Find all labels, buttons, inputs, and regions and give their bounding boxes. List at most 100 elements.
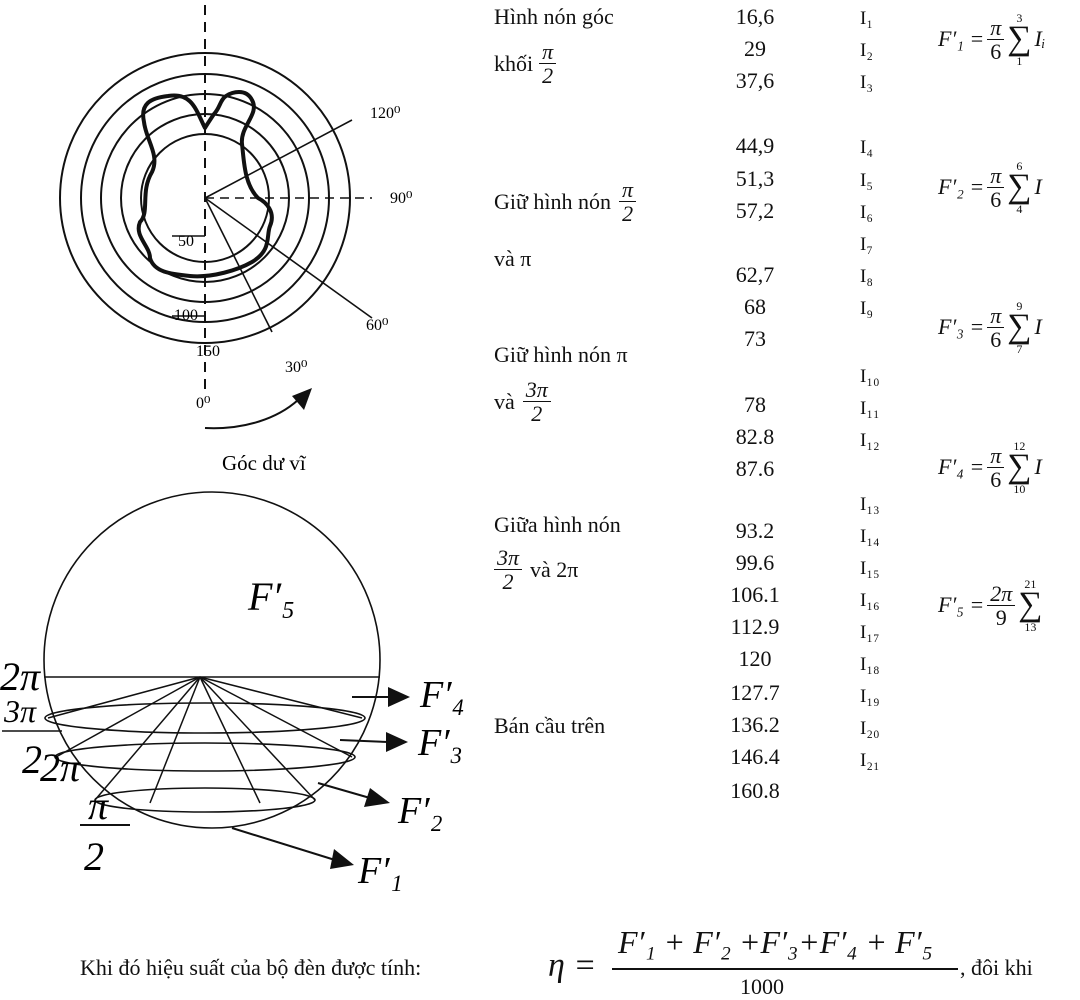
sum-symbol: 3∑1 <box>1007 11 1032 68</box>
value-cell: 106.1 <box>730 582 780 607</box>
value-cell: 136.2 <box>730 712 780 737</box>
luminous-curve <box>136 90 274 279</box>
efficiency-fraction-bar <box>612 968 958 970</box>
formula-term: I <box>1034 454 1042 480</box>
index-cell: I₁₄ <box>860 526 880 547</box>
value-cell: 120 <box>738 646 772 671</box>
sum-symbol: 9∑7 <box>1007 299 1032 356</box>
angle-label-30: 30⁰ <box>285 359 307 376</box>
value-cell: 62,7 <box>735 262 775 287</box>
index-cell: I₄ <box>860 137 873 158</box>
formula-term: I <box>1034 174 1042 200</box>
index-cell: I₁₃ <box>860 494 880 515</box>
arrow-F1-label: F′₁ <box>357 850 403 892</box>
polar-caption: Góc dư vĩ <box>222 451 307 475</box>
angle-label-90: 90⁰ <box>390 190 412 207</box>
formula-term: Iᵢ <box>1034 26 1046 52</box>
index-cell: I₈ <box>860 266 873 287</box>
angle-pi-den: 2 <box>84 834 104 879</box>
formula-lhs: F′₂ = <box>938 174 985 200</box>
value-cell: 51,3 <box>735 166 775 191</box>
sum-symbol: 12∑10 <box>1007 439 1032 496</box>
eta-symbol: η = <box>548 947 597 984</box>
value-cell: 127.7 <box>730 680 780 705</box>
formula-term: I <box>1034 314 1042 340</box>
angle-2pi-top: 2π <box>0 654 41 699</box>
angle-pi-num: π <box>88 783 109 828</box>
efficiency-numerator: F′₁ + F′₂ +F′₃+F′₄ + F′₅ <box>618 924 933 960</box>
index-cell: I₃ <box>860 72 873 93</box>
value-cell: 87.6 <box>735 456 775 481</box>
angle-label-0: 0⁰ <box>196 395 210 412</box>
index-cell: I₁₅ <box>860 558 880 579</box>
index-cell: I₇ <box>860 234 873 255</box>
value-cell: 57,2 <box>735 198 775 223</box>
index-cell: I₁₉ <box>860 686 880 707</box>
index-cell: I₁ <box>860 8 873 29</box>
index-cell: I₁₀ <box>860 366 880 387</box>
formula-lhs: F′₁ = <box>938 26 985 52</box>
angle-2pi-bottom: 2π <box>40 745 81 790</box>
formula-lhs: F′₅ = <box>938 592 985 618</box>
value-cell: 73 <box>744 326 766 351</box>
arrow-F4-label: F′₄ <box>419 674 465 716</box>
index-cell: I₆ <box>860 202 873 223</box>
index-cell: I₂ <box>860 40 873 61</box>
ring-label-50: 50 <box>178 233 194 250</box>
sphere-F5-label: F′₅ <box>247 574 295 619</box>
formula-lhs: F′₄ = <box>938 454 985 480</box>
sum-symbol: 21∑13 <box>1018 577 1043 634</box>
efficiency-tail: , đôi khi <box>960 955 1033 980</box>
index-cell: I₁₇ <box>860 622 880 643</box>
value-cell: 93.2 <box>735 518 775 543</box>
efficiency-denominator: 1000 <box>740 974 784 999</box>
value-cell: 160.8 <box>730 778 780 803</box>
value-cell: 44,9 <box>735 133 775 158</box>
group-5-line1: Bán cầu trên <box>494 713 606 738</box>
value-cell: 29 <box>744 36 766 61</box>
index-cell: I₉ <box>860 298 873 319</box>
value-cell: 146.4 <box>730 744 780 769</box>
angle-label-60: 60⁰ <box>366 317 388 334</box>
group-4-line1: Giữa hình nón <box>494 512 621 537</box>
sphere-diagram: F′₅ F′₄ F′₃ F′₂ F′₁ 2π 3π 2 2π π 2 <box>0 491 465 892</box>
angle-label-120: 120⁰ <box>370 105 400 122</box>
angle-3pi-num: 3π <box>3 693 37 729</box>
value-cell: 16,6 <box>735 4 775 29</box>
value-cell: 82.8 <box>735 424 775 449</box>
group-1-line1: Hình nón góc <box>494 4 614 29</box>
index-cell: I₂₀ <box>860 718 880 739</box>
ring-label-150: 150 <box>196 343 220 360</box>
sum-symbol: 6∑4 <box>1007 159 1032 216</box>
polar-diagram: 50 100 150 120⁰ 90⁰ 60⁰ 30⁰ 0⁰ Góc dư vĩ <box>59 5 412 475</box>
efficiency-text: Khi đó hiệu suất của bộ đèn được tính: <box>80 955 422 980</box>
value-cell: 112.9 <box>730 614 780 639</box>
value-cell: 37,6 <box>735 68 775 93</box>
ring-label-100: 100 <box>174 307 198 324</box>
value-cell: 68 <box>744 294 766 319</box>
arrow-F3-label: F′₃ <box>417 722 463 764</box>
index-cell: I₁₁ <box>860 398 880 419</box>
index-cell: I₂₁ <box>860 750 880 771</box>
value-cell: 99.6 <box>735 550 775 575</box>
index-cell: I₁₂ <box>860 430 880 451</box>
index-cell: I₅ <box>860 170 873 191</box>
formula-lhs: F′₃ = <box>938 314 985 340</box>
value-cell: 78 <box>744 392 766 417</box>
group-3-line1: Giữ hình nón π <box>494 342 628 367</box>
index-cell: I₁₈ <box>860 654 880 675</box>
arrow-F2-label: F′₂ <box>397 790 443 832</box>
